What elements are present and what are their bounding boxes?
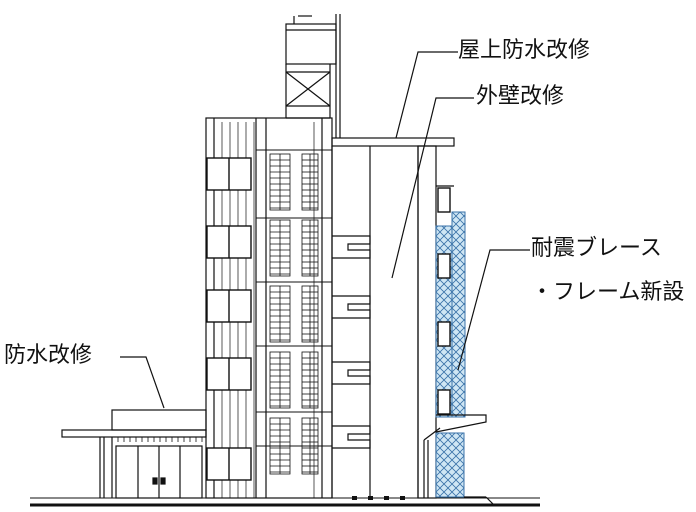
- ground-line: [30, 497, 540, 507]
- tower-window: [206, 157, 252, 191]
- label-roof-waterproofing: 屋上防水改修: [458, 38, 591, 63]
- balcony: [332, 295, 371, 319]
- water-tank: [285, 14, 341, 138]
- side-window: [437, 321, 451, 347]
- balcony: [332, 235, 371, 259]
- label-seismic-brace-line2: ・フレーム新設: [531, 280, 685, 305]
- side-window: [437, 253, 451, 279]
- tower-window: [206, 289, 252, 323]
- tower-window: [206, 447, 252, 481]
- base-marks: [352, 496, 405, 500]
- leader-lines: [120, 51, 530, 409]
- side-canopy: [423, 414, 495, 506]
- balcony: [332, 425, 371, 449]
- side-window: [437, 389, 451, 415]
- tower-window: [206, 225, 252, 259]
- label-waterproofing: 防水改修: [4, 343, 93, 368]
- side-window: [437, 187, 451, 213]
- entrance-annex: [61, 409, 207, 499]
- tower-window: [206, 357, 252, 391]
- label-exterior-wall: 外壁改修: [476, 84, 565, 109]
- balcony: [332, 361, 371, 385]
- label-seismic-brace-line1: 耐震ブレース: [531, 236, 662, 261]
